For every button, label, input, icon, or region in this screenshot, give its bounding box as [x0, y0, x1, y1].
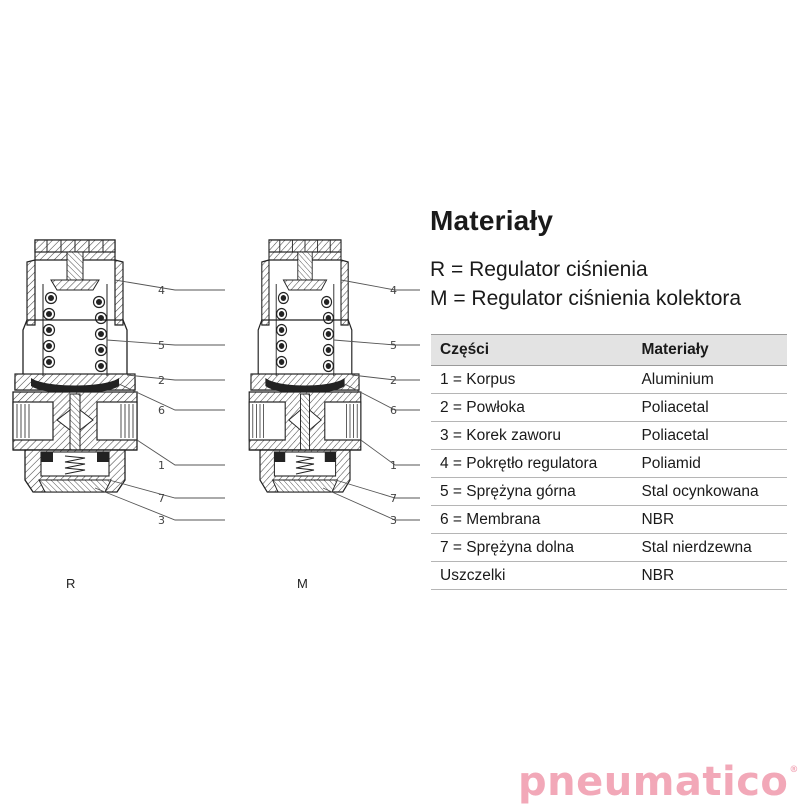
- callout-r-3: 3: [158, 514, 165, 527]
- material-cell: Poliamid: [635, 449, 787, 478]
- part-cell: 7 = Sprężyna dolna: [431, 533, 636, 562]
- callout-r-4: 4: [158, 284, 165, 297]
- part-cell: 3 = Korek zaworu: [431, 421, 636, 450]
- page-title: Materiały: [430, 205, 554, 236]
- part-cell: 5 = Sprężyna górna: [431, 477, 636, 506]
- part-cell: 4 = Pokrętło regulatora: [431, 449, 636, 478]
- callout-m-4: 4: [390, 284, 397, 297]
- material-cell: NBR: [635, 505, 787, 534]
- callout-r-2: 2: [158, 374, 165, 387]
- valve-drawing-m: [248, 239, 420, 521]
- part-cell: 1 = Korpus: [431, 365, 636, 394]
- callout-m-1: 1: [390, 459, 397, 472]
- material-cell: Poliacetal: [635, 421, 787, 450]
- column-header-materials: Materiały: [635, 334, 787, 366]
- callout-m-5: 5: [390, 339, 397, 352]
- callout-r-5: 5: [158, 339, 165, 352]
- callout-m-7: 7: [390, 492, 397, 505]
- drawing-label-m: M: [297, 576, 308, 591]
- table-header-row: Części Materiały: [431, 334, 787, 366]
- callout-r-6: 6: [158, 404, 165, 417]
- valve-drawing-r: [12, 239, 225, 521]
- material-cell: Stal ocynkowana: [635, 477, 787, 506]
- material-cell: Stal nierdzewna: [635, 533, 787, 562]
- drawing-label-r: R: [66, 576, 76, 591]
- material-cell: Poliacetal: [635, 393, 787, 422]
- valve-drawings: 4 5 2 6 1 7 3 4 5 2 6 1 7 3: [12, 239, 420, 527]
- pneumatico-logo: pneumatico®: [518, 762, 799, 802]
- callout-r-7: 7: [158, 492, 165, 505]
- part-cell: 2 = Powłoka: [431, 393, 636, 422]
- material-cell: NBR: [635, 561, 787, 590]
- callout-m-6: 6: [390, 404, 397, 417]
- callout-r-1: 1: [158, 459, 165, 472]
- logo-text: pneumatico: [518, 759, 789, 805]
- material-cell: Aluminium: [635, 365, 787, 394]
- definition-r: R = Regulator ciśnienia: [430, 258, 648, 281]
- callout-m-2: 2: [390, 374, 397, 387]
- definition-m: M = Regulator ciśnienia kolektora: [430, 287, 742, 310]
- part-cell: Uszczelki: [431, 561, 636, 590]
- callout-m-3: 3: [390, 514, 397, 527]
- part-cell: 6 = Membrana: [431, 505, 636, 534]
- registered-mark-icon: ®: [789, 765, 799, 775]
- column-header-parts: Części: [431, 334, 636, 366]
